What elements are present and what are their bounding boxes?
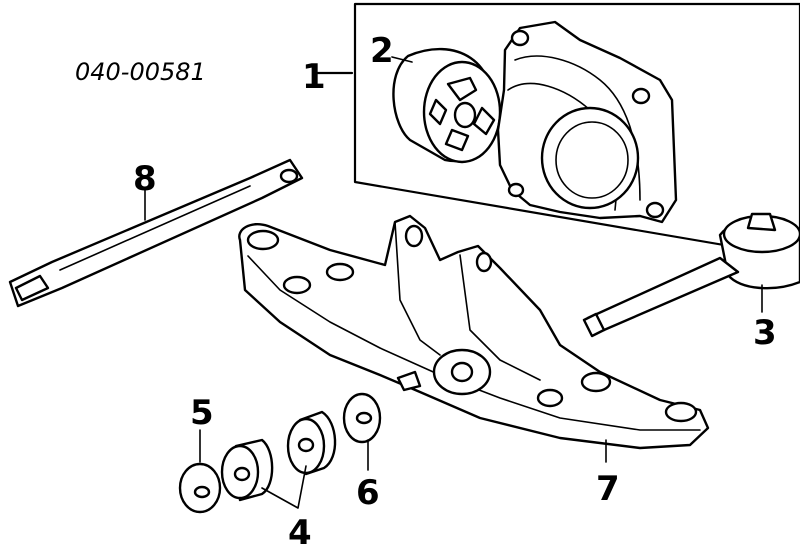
callout-8: 8 bbox=[133, 159, 157, 199]
callout-3: 3 bbox=[753, 313, 777, 353]
callout-2: 2 bbox=[370, 31, 394, 71]
rear-mount bbox=[582, 212, 800, 338]
callout-4: 4 bbox=[288, 513, 312, 548]
mount-assembly-box bbox=[313, 2, 800, 260]
mount-bracket bbox=[496, 20, 678, 224]
callout-7: 7 bbox=[596, 469, 620, 509]
callout-5: 5 bbox=[190, 393, 214, 433]
mount-bushing bbox=[391, 47, 502, 164]
bushing-set bbox=[178, 392, 382, 514]
callout-6: 6 bbox=[356, 473, 380, 513]
callout-1: 1 bbox=[302, 57, 326, 97]
subframe-crossmember bbox=[238, 214, 710, 463]
part-number-label: 040-00581 bbox=[75, 58, 206, 86]
torque-rod bbox=[8, 158, 304, 308]
